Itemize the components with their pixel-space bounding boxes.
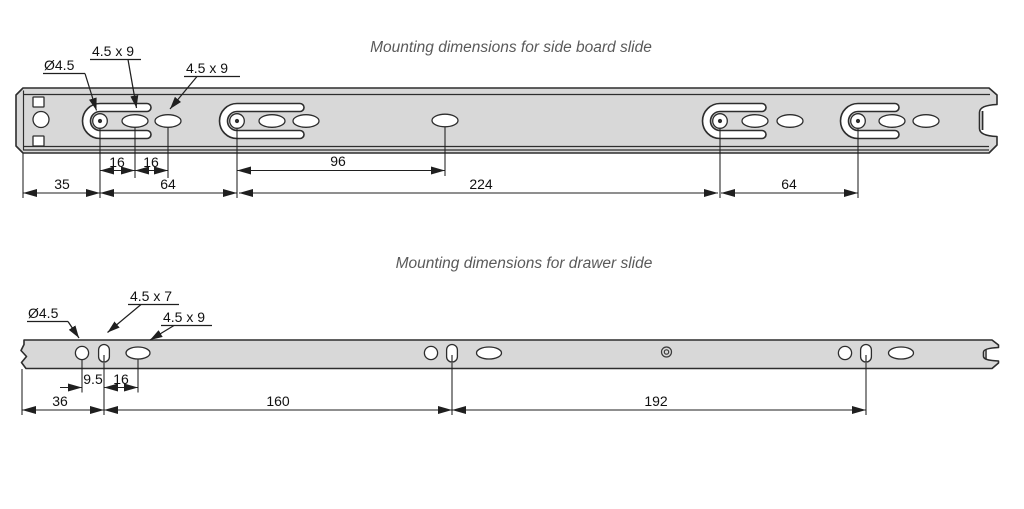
oblong-slot bbox=[887, 346, 915, 360]
oblong-slot bbox=[475, 346, 503, 360]
round-hole bbox=[837, 345, 853, 361]
dim-160: 160 bbox=[266, 393, 290, 409]
callout-slot-2: 4.5 x 9 bbox=[169, 60, 240, 110]
u-slot bbox=[218, 102, 305, 140]
end-round-hole bbox=[32, 110, 50, 129]
dim-16: 16 bbox=[113, 371, 129, 387]
u-slot bbox=[839, 102, 900, 140]
oblong-slot bbox=[258, 114, 286, 128]
hole-group bbox=[837, 343, 915, 363]
oblong-slot bbox=[776, 114, 804, 128]
vertical-slot bbox=[859, 343, 873, 363]
oblong-slot bbox=[154, 114, 182, 128]
dimension-lines bbox=[23, 166, 858, 197]
dim-224: 224 bbox=[469, 176, 493, 192]
dim-16-first: 16 bbox=[109, 154, 125, 170]
drawer-slide-title: Mounting dimensions for drawer slide bbox=[396, 255, 653, 272]
oblong-slot bbox=[741, 114, 769, 128]
u-slot bbox=[701, 102, 767, 140]
oblong-slot bbox=[431, 113, 459, 128]
vertical-slot bbox=[445, 343, 459, 363]
callout-label: 4.5 x 9 bbox=[186, 60, 228, 76]
side-board-slide-view: Mounting dimensions for side board slide bbox=[15, 39, 998, 198]
callout-label: Ø4.5 bbox=[44, 57, 75, 73]
callout-hole-diameter: Ø4.5 bbox=[27, 305, 80, 339]
drawer-rail-body bbox=[20, 339, 1000, 370]
rivet-mark bbox=[660, 346, 673, 358]
callout-slot-2: 4.5 x 9 bbox=[149, 309, 212, 341]
callout-slot-1: 4.5 x 9 bbox=[90, 43, 141, 109]
dim-36: 36 bbox=[52, 393, 68, 409]
hole-group bbox=[423, 343, 503, 363]
oblong-slot bbox=[292, 114, 320, 128]
vertical-slot bbox=[97, 343, 111, 363]
hole-group bbox=[74, 343, 151, 363]
round-hole bbox=[423, 345, 439, 361]
oblong-slot bbox=[125, 346, 151, 360]
u-slot bbox=[81, 102, 152, 140]
dim-16-second: 16 bbox=[143, 154, 159, 170]
oblong-slot bbox=[121, 114, 149, 128]
callout-slot-1: 4.5 x 7 bbox=[107, 288, 179, 333]
mounting-hole bbox=[850, 113, 866, 129]
end-square-cutout bbox=[32, 96, 45, 108]
callout-label: 4.5 x 9 bbox=[163, 309, 205, 325]
dim-64-left: 64 bbox=[160, 176, 176, 192]
dimension-lines bbox=[22, 383, 866, 414]
oblong-slot bbox=[878, 114, 906, 128]
callout-label: 4.5 x 7 bbox=[130, 288, 172, 304]
oblong-slot bbox=[912, 114, 940, 128]
dim-96: 96 bbox=[330, 153, 346, 169]
callout-label: 4.5 x 9 bbox=[92, 43, 134, 59]
mounting-hole bbox=[92, 113, 108, 129]
mounting-hole bbox=[229, 113, 245, 129]
dim-64-right: 64 bbox=[781, 176, 797, 192]
dim-9-5: 9.5 bbox=[83, 371, 103, 387]
callout-hole-diameter: Ø4.5 bbox=[43, 57, 98, 111]
round-hole bbox=[74, 345, 90, 361]
end-square-cutout bbox=[32, 135, 45, 147]
side-board-slide-title: Mounting dimensions for side board slide bbox=[370, 39, 652, 56]
drawer-slide-view: Mounting dimensions for drawer slide bbox=[20, 255, 1000, 415]
mounting-hole bbox=[712, 113, 728, 129]
callout-label: Ø4.5 bbox=[28, 305, 59, 321]
dim-192: 192 bbox=[644, 393, 668, 409]
dim-35: 35 bbox=[54, 176, 70, 192]
